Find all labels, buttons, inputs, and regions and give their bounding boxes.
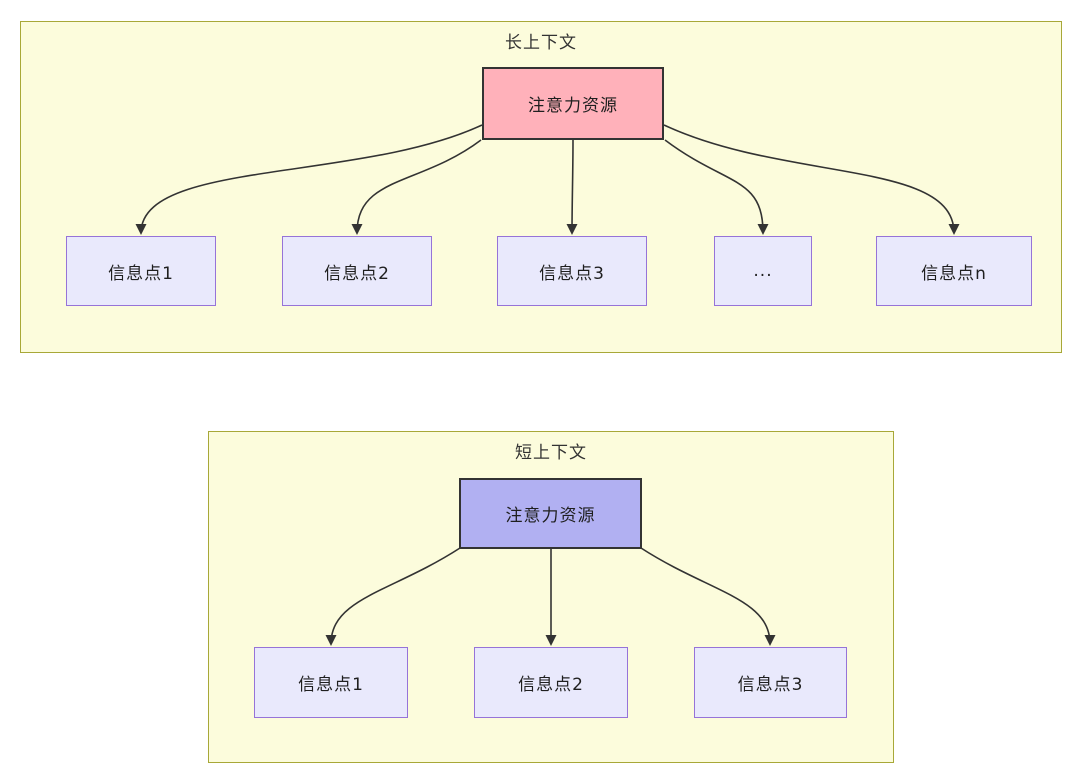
long-node-2: 信息点2 xyxy=(282,236,432,306)
short-context-title: 短上下文 xyxy=(515,443,587,463)
long-node-ellipsis-label: ... xyxy=(753,261,773,281)
long-context-title: 长上下文 xyxy=(505,33,577,53)
short-node-1-label: 信息点1 xyxy=(298,675,364,695)
short-node-2: 信息点2 xyxy=(474,647,628,718)
short-node-1: 信息点1 xyxy=(254,647,408,718)
long-node-1: 信息点1 xyxy=(66,236,216,306)
long-node-n-label: 信息点n xyxy=(921,263,987,284)
long-attention-label: 注意力资源 xyxy=(528,96,618,116)
long-node-2-label: 信息点2 xyxy=(324,263,390,284)
long-node-1-label: 信息点1 xyxy=(108,263,174,284)
long-node-n: 信息点n xyxy=(876,236,1032,306)
short-node-3-label: 信息点3 xyxy=(737,675,804,695)
short-node-3: 信息点3 xyxy=(694,647,847,718)
long-node-ellipsis: ... xyxy=(714,236,812,306)
short-node-2-label: 信息点2 xyxy=(518,675,584,695)
long-attention-box: 注意力资源 xyxy=(482,67,664,140)
long-node-3: 信息点3 xyxy=(497,236,647,306)
short-attention-label: 注意力资源 xyxy=(505,506,596,526)
long-node-3-label: 信息点3 xyxy=(539,263,605,284)
short-attention-box: 注意力资源 xyxy=(459,478,642,549)
